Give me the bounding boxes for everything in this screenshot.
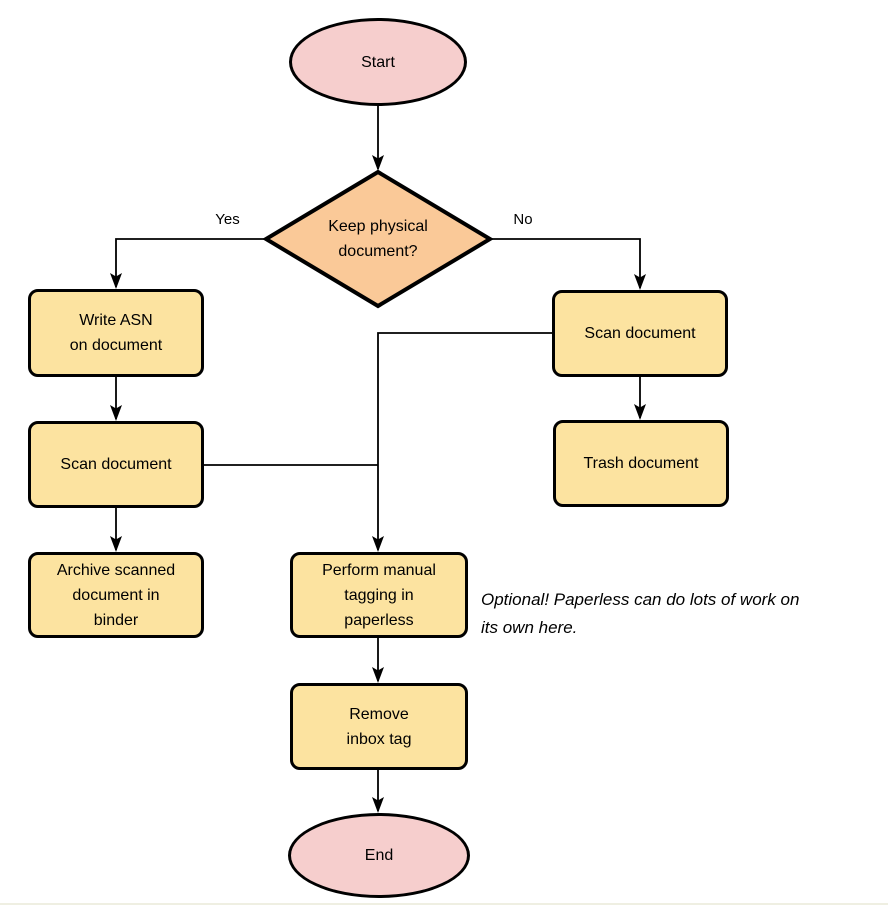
node-trash-label: Trash document [583, 455, 699, 472]
node-write-asn-label: Write ASN on document [69, 312, 163, 354]
node-scan-right-label: Scan document [584, 325, 696, 342]
annotation-note: Optional! Paperless can do lots of work … [481, 590, 800, 637]
node-end-label: End [364, 847, 394, 864]
node-tagging-label: Perform manual tagging in paperless [322, 561, 436, 629]
decision-diamond-shape [263, 169, 493, 309]
edge-label-yes: Yes [215, 211, 240, 228]
node-archive-scanned-document: Archive scanned document in binder [28, 552, 204, 638]
node-start: Start [289, 18, 467, 106]
node-scan-document-right: Scan document [552, 290, 728, 377]
node-scan-document-left: Scan document [28, 421, 204, 508]
node-decision-label: Keep physical document? [328, 218, 428, 260]
page-bottom-divider [0, 903, 888, 905]
edge-label-no: No [513, 211, 533, 228]
edge-scanright-tagging [372, 332, 552, 552]
edge-decision-scanright [490, 238, 646, 290]
node-remove-inbox-label: Remove inbox tag [346, 705, 412, 748]
node-scan-left-label: Scan document [60, 456, 172, 473]
edge-decision-writeasn [110, 238, 266, 289]
node-write-asn-on-document: Write ASN on document [28, 289, 204, 377]
node-decision-keep-physical-document: Keep physical document? [263, 169, 493, 309]
node-end: End [288, 813, 470, 898]
node-start-label: Start [361, 53, 395, 71]
node-perform-manual-tagging: Perform manual tagging in paperless [290, 552, 468, 638]
node-remove-inbox-tag: Remove inbox tag [290, 683, 468, 770]
node-trash-document: Trash document [553, 420, 729, 507]
node-archive-label: Archive scanned document in binder [56, 561, 176, 629]
